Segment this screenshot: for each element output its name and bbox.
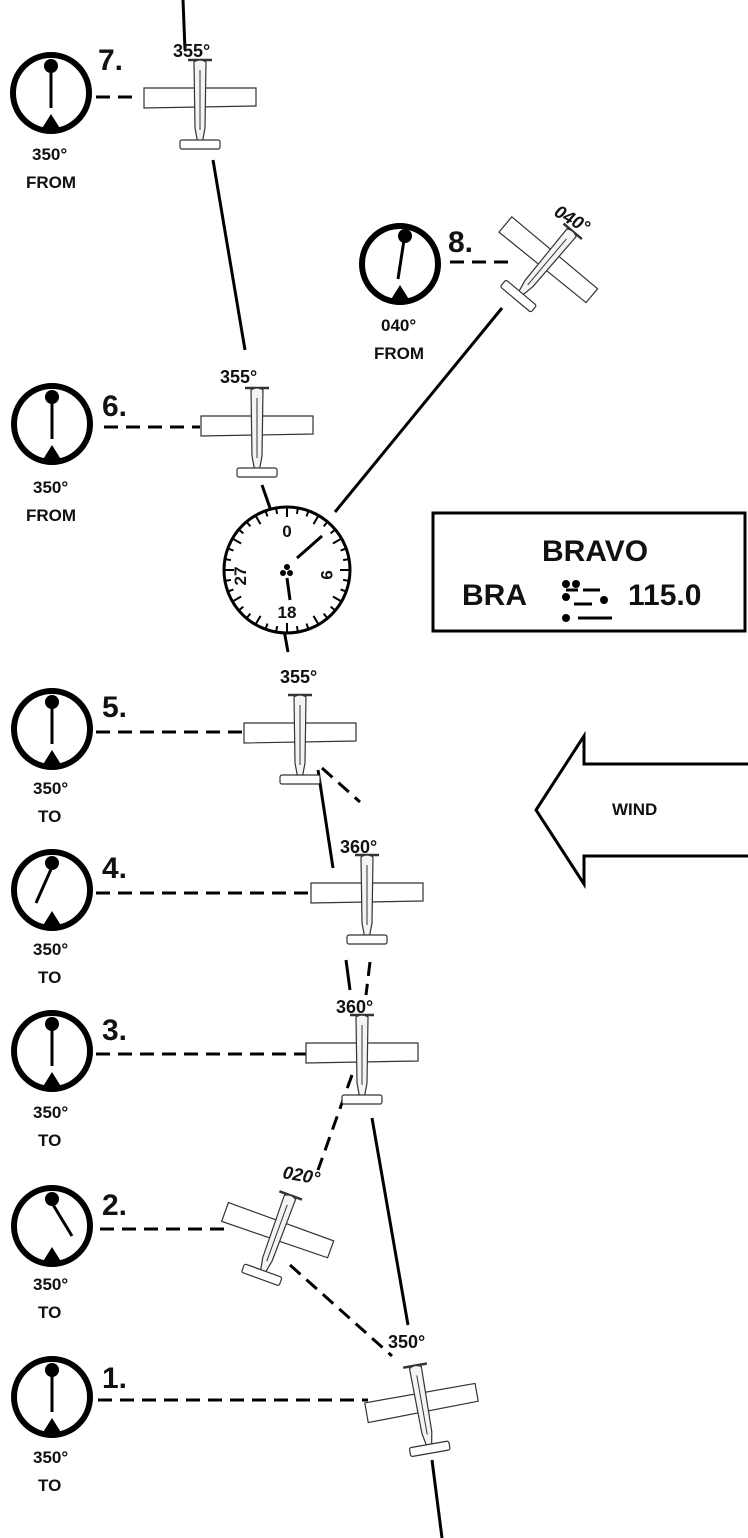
indicator-leaders <box>96 95 510 1402</box>
compass-tick <box>330 528 336 535</box>
compass-tick <box>305 510 310 517</box>
compass-tick <box>224 558 232 562</box>
indicator-flag-6: FROM <box>26 506 76 525</box>
compass-label-west: 27 <box>231 567 250 586</box>
airplane-4 <box>309 853 425 946</box>
position-number-5: 5. <box>102 691 127 724</box>
compass-label-north: 0 <box>282 522 291 541</box>
indicator-obs-3: 350° <box>33 1103 68 1122</box>
station-id-box: BRAVO BRA 115.0 <box>431 511 747 633</box>
compass-tick <box>227 588 234 593</box>
position-number-7: 7. <box>98 44 123 77</box>
indicator-obs-2: 350° <box>33 1275 68 1294</box>
station-frequency: 115.0 <box>628 579 701 612</box>
indicator-obs-6: 350° <box>33 478 68 497</box>
indicator-flag-8: FROM <box>374 344 424 363</box>
compass-tick <box>224 578 232 582</box>
compass-tick <box>322 521 329 527</box>
vor-station-compass-rose: 0 9 18 27 <box>222 505 352 635</box>
airplane-1 <box>358 1354 487 1465</box>
airplane-2 <box>206 1175 345 1300</box>
indicator-obs-4: 350° <box>33 940 68 959</box>
flight-tracks <box>181 0 504 1538</box>
compass-tick <box>254 615 262 626</box>
heading-label-4: 360° <box>340 837 377 857</box>
indicator-flag-7: FROM <box>26 173 76 192</box>
compass-label-east: 9 <box>317 570 336 579</box>
indicator-obs-1: 350° <box>33 1448 68 1467</box>
compass-tick <box>330 605 336 612</box>
vor-indicator-3 <box>11 1010 93 1092</box>
indicator-obs-8: 040° <box>381 316 416 335</box>
vor-indicator-5 <box>11 688 93 770</box>
compass-tick <box>322 613 329 619</box>
compass-tick <box>231 595 242 603</box>
airplane-6 <box>199 386 315 479</box>
compass-tick <box>305 623 310 630</box>
compass-tick <box>332 595 343 603</box>
position-number-3: 3. <box>102 1014 127 1047</box>
heading-label-7: 355° <box>173 41 210 61</box>
compass-tick <box>295 507 299 515</box>
compass-ticks <box>224 507 350 633</box>
indicator-flag-1: TO <box>38 1476 61 1495</box>
compass-tick <box>238 528 244 535</box>
station-name: BRAVO <box>542 535 648 568</box>
compass-tick <box>342 558 350 562</box>
vor-indicator-8 <box>359 223 441 305</box>
vor-indicator-1 <box>11 1356 93 1438</box>
position-number-8: 8. <box>448 226 473 259</box>
vor-indicator-2 <box>11 1185 93 1267</box>
position-number-4: 4. <box>102 852 127 885</box>
compass-tick <box>340 588 347 593</box>
heading-label-6: 355° <box>220 367 257 387</box>
position-number-1: 1. <box>102 1362 127 1395</box>
compass-tick <box>227 547 234 552</box>
compass-tick <box>275 507 279 515</box>
compass-tick <box>254 514 262 525</box>
compass-tick <box>342 578 350 582</box>
indicator-obs-7: 350° <box>32 145 67 164</box>
compass-tick <box>264 510 269 517</box>
heading-label-5: 355° <box>280 667 317 687</box>
station-symbol-icon <box>280 564 293 576</box>
compass-tick <box>264 623 269 630</box>
heading-label-2: 020° <box>281 1162 322 1188</box>
indicator-flag-2: TO <box>38 1303 61 1322</box>
airplane-7 <box>142 58 258 151</box>
vor-indicator-6 <box>11 383 93 465</box>
station-ident: BRA <box>462 579 527 612</box>
indicator-flag-5: TO <box>38 807 61 826</box>
compass-tick <box>238 605 244 612</box>
compass-tick <box>312 514 320 525</box>
indicator-flag-4: TO <box>38 968 61 987</box>
compass-tick <box>312 615 320 626</box>
position-number-2: 2. <box>102 1189 127 1222</box>
compass-tick <box>295 625 299 633</box>
heading-label-1: 350° <box>388 1332 425 1352</box>
heading-label-3: 360° <box>336 997 373 1017</box>
morse-code-icon <box>562 580 612 622</box>
compass-tick <box>231 537 242 545</box>
vor-indicator-4 <box>11 849 93 931</box>
vor-indicator-7 <box>10 52 92 134</box>
airplane-5 <box>242 693 358 786</box>
compass-tick <box>245 613 252 619</box>
airplane-8 <box>471 194 617 337</box>
compass-tick <box>275 625 279 633</box>
compass-label-south: 18 <box>278 603 297 622</box>
wind-label: WIND <box>612 800 657 819</box>
compass-tick <box>332 537 343 545</box>
compass-tick <box>340 547 347 552</box>
position-number-6: 6. <box>102 390 127 423</box>
wind-arrow-icon <box>534 730 748 890</box>
airplane-3 <box>304 1013 420 1106</box>
compass-tick <box>245 521 252 527</box>
indicator-flag-3: TO <box>38 1131 61 1150</box>
indicator-obs-5: 350° <box>33 779 68 798</box>
